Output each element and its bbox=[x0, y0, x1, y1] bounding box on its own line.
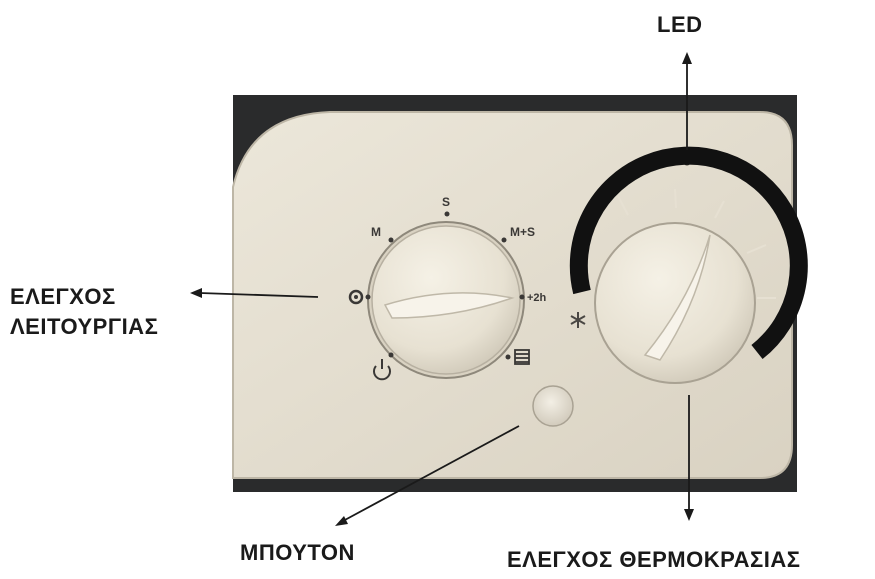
mode-label-m-plus-s: M+S bbox=[510, 225, 535, 239]
temperature-scale-dividers bbox=[617, 188, 776, 299]
temperature-dial-grip[interactable] bbox=[643, 234, 711, 361]
mode-label-s: S bbox=[442, 195, 450, 209]
temperature-scale bbox=[569, 146, 808, 360]
mode-label-m: M bbox=[371, 225, 381, 239]
fan-icon bbox=[348, 289, 364, 305]
snowflake-icon bbox=[570, 312, 586, 328]
temperature-dial[interactable] bbox=[594, 222, 756, 384]
mode-position-dots bbox=[365, 211, 525, 360]
led-label: LED bbox=[657, 12, 703, 37]
mode-control-label: ΕΛΕΓΧΟΣ ΛΕΙΤΟΥΡΓΙΑΣ bbox=[10, 282, 158, 342]
power-icon bbox=[373, 359, 391, 381]
callout-arrows bbox=[190, 52, 694, 526]
program-icon bbox=[514, 349, 530, 365]
temperature-control-label: ΕΛΕΓΧΟΣ ΘΕΡΜΟΚΡΑΣΙΑΣ bbox=[507, 547, 801, 572]
mode-label-2h: +2h bbox=[527, 292, 547, 304]
mode-control-label-line1: ΕΛΕΓΧΟΣ bbox=[10, 284, 116, 309]
button-label: ΜΠΟΥΤΟΝ bbox=[240, 540, 355, 565]
button-arrow bbox=[342, 425, 520, 522]
push-button[interactable] bbox=[532, 385, 574, 427]
mode-control-arrow bbox=[199, 292, 319, 298]
mode-dial-grip[interactable] bbox=[383, 292, 515, 319]
mode-control-label-line2: ΛΕΙΤΟΥΡΓΙΑΣ bbox=[10, 314, 159, 339]
